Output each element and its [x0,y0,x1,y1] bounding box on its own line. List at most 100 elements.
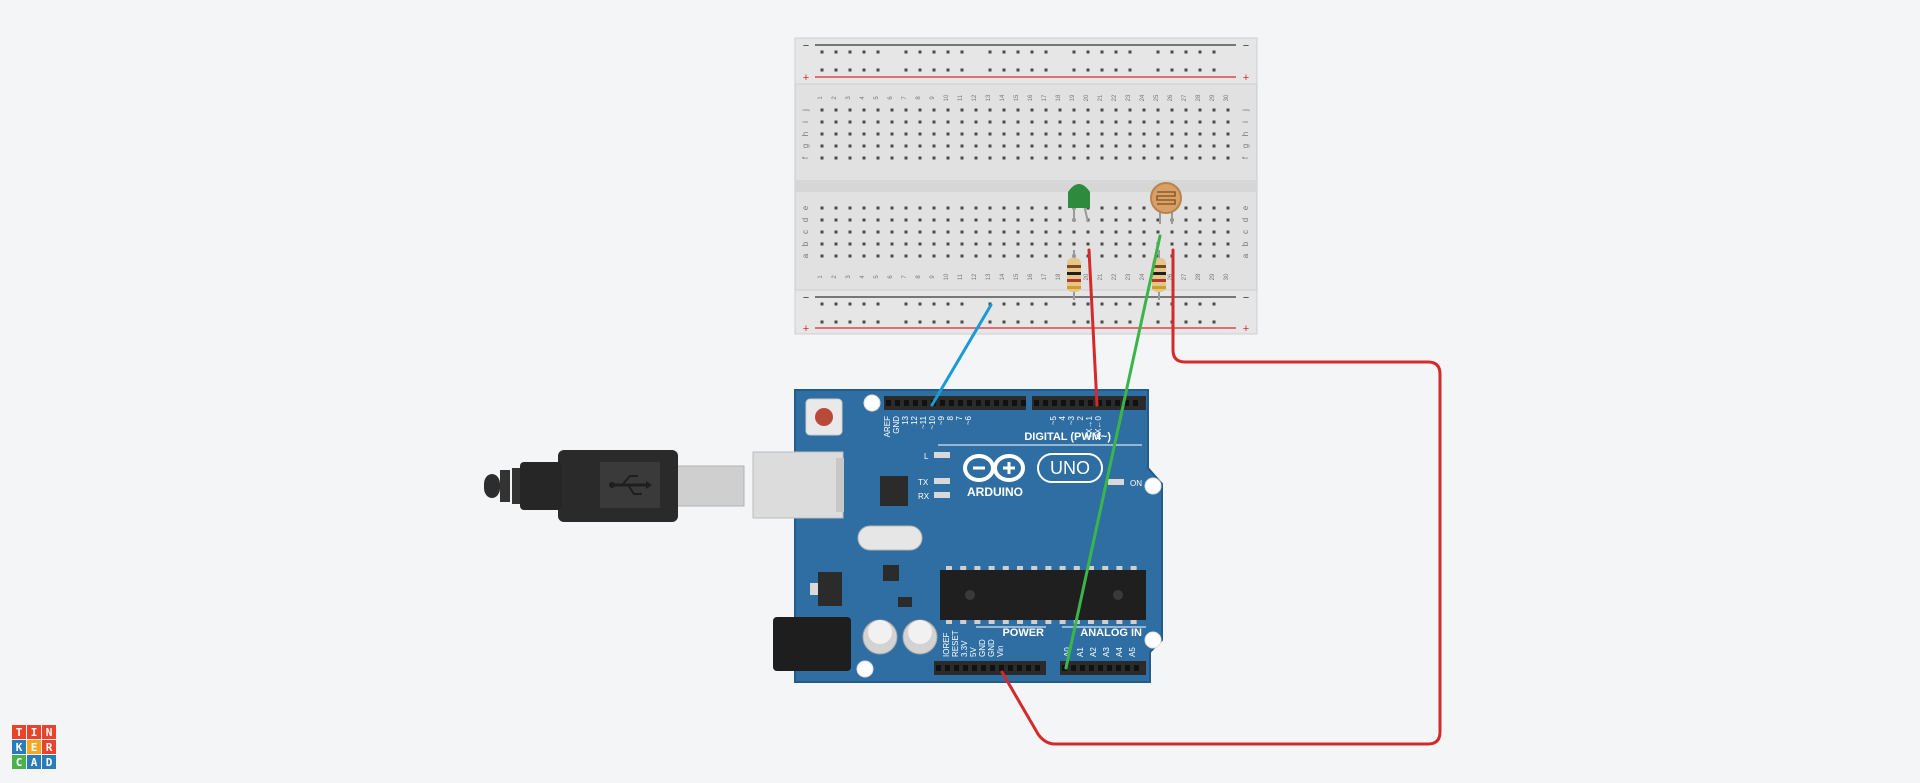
header-pin[interactable] [1106,400,1111,406]
header-pin[interactable] [994,400,999,406]
reset-button-cap[interactable] [815,408,833,426]
header-pin[interactable] [886,400,891,406]
header-pin[interactable] [1089,665,1094,671]
header-pin[interactable] [1017,665,1022,671]
resistor-led[interactable] [1067,250,1081,300]
header-pin[interactable] [963,665,968,671]
analog-pin-label: A1 [1076,647,1085,657]
header-pin[interactable] [1043,400,1048,406]
wire-gnd[interactable] [930,303,993,407]
digital-pin-label: ~6 [964,415,973,425]
bb-col-label: 15 [1014,94,1020,101]
bb-col-label: 15 [1014,273,1020,280]
header-pin[interactable] [967,400,972,406]
header-pin[interactable] [981,665,986,671]
header-pin[interactable] [922,400,927,406]
header-pin[interactable] [1107,665,1112,671]
header-pin[interactable] [1079,400,1084,406]
bb-col-label: 7 [902,275,908,279]
green-led[interactable] [1068,184,1090,223]
wire-ldr-to-a0[interactable] [1064,234,1162,670]
bb-col-label: 28 [1196,94,1202,101]
header-pin[interactable] [949,400,954,406]
rail-label: + [803,72,809,84]
header-pin[interactable] [1070,400,1075,406]
header-pin[interactable] [1134,665,1139,671]
wire-led-to-d3[interactable] [1087,248,1099,407]
header-pin[interactable] [972,665,977,671]
l-led-label: L [924,452,929,461]
power-pin-label: GND [987,639,996,657]
header-pin[interactable] [1098,665,1103,671]
header-pin[interactable] [904,400,909,406]
header-pin[interactable] [1071,665,1076,671]
bb-row-label: c [801,230,810,234]
header-pin[interactable] [1008,665,1013,671]
bb-col-label: 17 [1042,94,1048,101]
bb-col-label: 21 [1098,94,1104,101]
header-pin[interactable] [1133,400,1138,406]
header-pin[interactable] [976,400,981,406]
power-pin-label: 5V [969,647,978,657]
digital-pin-label: 8 [946,415,955,420]
resistor-ldr[interactable] [1152,250,1166,300]
bb-col-label: 9 [930,96,936,100]
header-pin[interactable] [1116,665,1121,671]
power-jack [773,617,851,671]
analog-pin-label: A0 [1063,647,1072,657]
power-pin-label: GND [978,639,987,657]
tx-led-label: TX [918,478,929,487]
rail-label: − [1243,40,1249,52]
bb-col-label: 20 [1084,273,1090,280]
header-pin[interactable] [1026,665,1031,671]
bb-row-label: f [801,156,810,159]
power-pin-label: RESET [951,630,960,657]
header-pin[interactable] [954,665,959,671]
usb-cable[interactable] [484,450,745,522]
power-pin-label: 3.3V [960,640,969,657]
breadboard[interactable]: −−++−−++ 1122334455667788991010111112121… [794,37,1258,335]
header-pin[interactable] [1021,400,1026,406]
header-pin[interactable] [936,665,941,671]
header-pin[interactable] [1097,400,1102,406]
header-pin[interactable] [999,665,1004,671]
header-pin[interactable] [990,665,995,671]
header-pin[interactable] [1035,665,1040,671]
header-pin[interactable] [1125,665,1130,671]
header-pin[interactable] [895,400,900,406]
logo-letter: E [27,740,41,754]
bb-col-label: 30 [1224,94,1230,101]
bb-col-label: 10 [944,273,950,280]
header-pin[interactable] [1012,400,1017,406]
header-pin[interactable] [945,665,950,671]
bb-col-label: 1 [818,275,824,279]
header-pin[interactable] [1080,665,1085,671]
header-pin[interactable] [1003,400,1008,406]
header-pin[interactable] [1088,400,1093,406]
bb-col-label: 2 [832,96,838,100]
header-pin[interactable] [1052,400,1057,406]
bb-col-label: 23 [1126,273,1132,280]
photoresistor[interactable] [1150,182,1182,224]
rail-label: + [1243,323,1249,335]
header-pin[interactable] [1061,400,1066,406]
header-pin[interactable] [940,400,945,406]
logo-letter: R [42,740,56,754]
header-pin[interactable] [1124,400,1129,406]
header-pin[interactable] [958,400,963,406]
digital-pin-label: 7 [955,415,964,420]
digital-pin-label: 12 [910,415,919,424]
wire-5v-loop[interactable] [1000,248,1442,746]
bb-col-label: 30 [1224,273,1230,280]
bb-col-label: 8 [916,96,922,100]
bb-col-label: 12 [972,273,978,280]
rail-label: − [803,292,809,304]
usb-port [752,451,844,519]
header-pin[interactable] [913,400,918,406]
bb-col-label: 4 [860,96,866,100]
header-pin[interactable] [1034,400,1039,406]
header-pin[interactable] [1115,400,1120,406]
header-pin[interactable] [985,400,990,406]
